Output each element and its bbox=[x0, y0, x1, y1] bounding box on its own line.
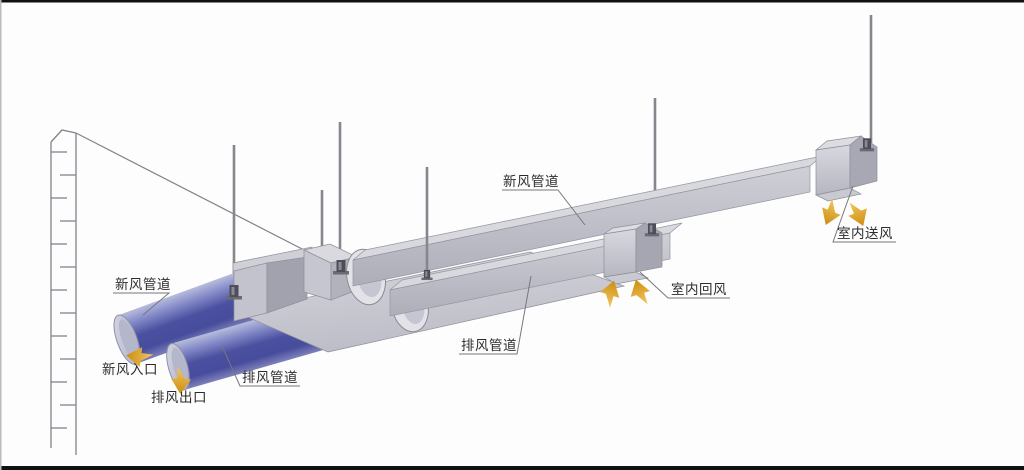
supply-box-front bbox=[815, 144, 851, 196]
fresh-duct-front-face bbox=[352, 165, 811, 287]
left-border bbox=[0, 0, 2, 470]
bottom-border bbox=[0, 466, 1024, 470]
unit-left-panel bbox=[233, 262, 268, 322]
label-fresh-duct-top: 新风管道 bbox=[503, 174, 559, 190]
unit-access-panel bbox=[266, 256, 308, 314]
label-exhaust-duct-left: 排风管道 bbox=[242, 370, 298, 386]
label-exhaust-outlet: 排风出口 bbox=[151, 390, 207, 406]
leader-indoor-supply bbox=[832, 185, 896, 243]
leader-exhaust-duct-mid bbox=[459, 275, 532, 355]
leader-lines bbox=[113, 185, 896, 387]
label-indoor-supply: 室内送风 bbox=[837, 225, 893, 242]
leader-indoor-return bbox=[639, 271, 730, 299]
leader-exhaust-duct-left bbox=[221, 345, 300, 387]
supply-airflow-arrow-left bbox=[816, 196, 846, 229]
leader-fresh-duct-top bbox=[502, 189, 586, 226]
supply-box-bottom bbox=[814, 187, 862, 202]
wall-section bbox=[50, 129, 77, 455]
leader-fresh-duct-left bbox=[113, 292, 171, 316]
exhaust-duct-front-face bbox=[389, 232, 671, 317]
label-exhaust-duct-mid: 排风管道 bbox=[461, 338, 517, 354]
ceiling-line bbox=[75, 132, 307, 252]
label-fresh-duct-left: 新风管道 bbox=[115, 277, 171, 293]
supply-airflow-arrow-right bbox=[843, 197, 873, 230]
label-fresh-inlet: 新风入口 bbox=[102, 362, 158, 378]
return-air-box bbox=[602, 222, 663, 285]
return-box-bottom bbox=[602, 271, 650, 285]
label-indoor-return: 室内回风 bbox=[671, 281, 727, 298]
fresh-air-duct-rect bbox=[352, 155, 823, 287]
return-box-front bbox=[603, 228, 637, 278]
top-border bbox=[0, 0, 1024, 3]
